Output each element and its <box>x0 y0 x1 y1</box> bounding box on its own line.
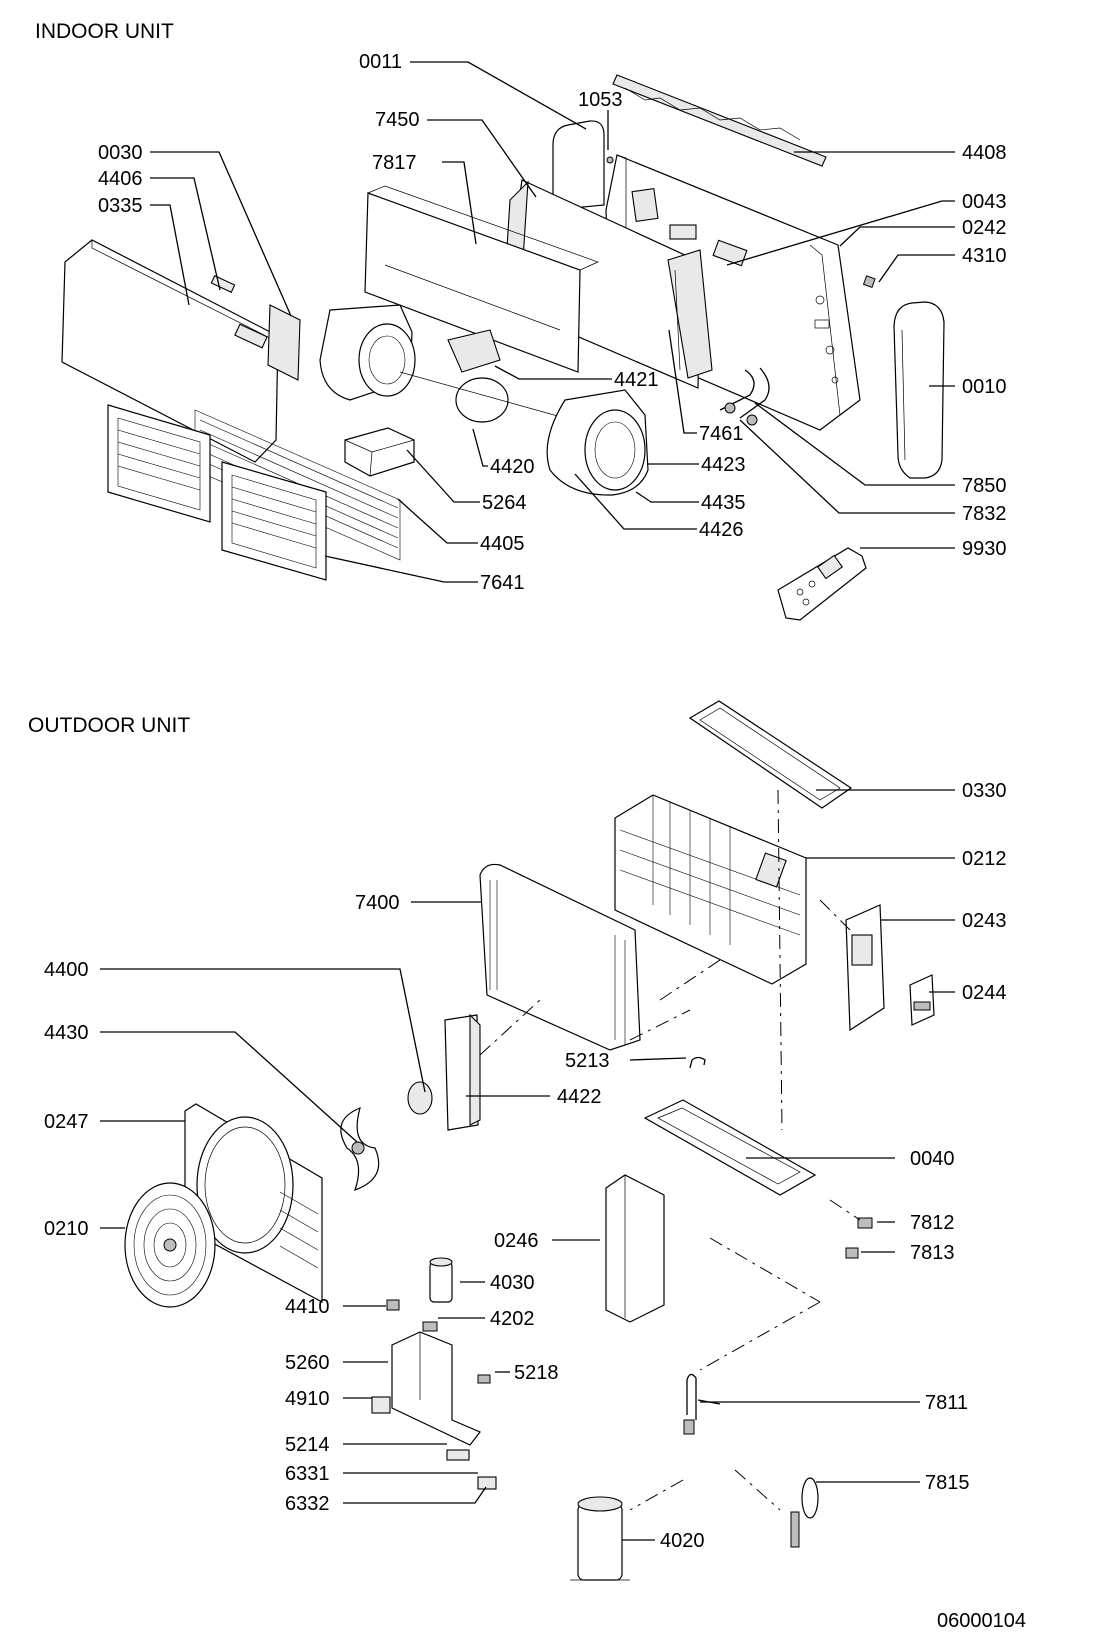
label-6331: 6331 <box>285 1463 330 1485</box>
label-4400: 4400 <box>44 959 89 981</box>
label-7461: 7461 <box>699 423 744 445</box>
label-0030: 0030 <box>98 142 143 164</box>
label-4435: 4435 <box>701 492 746 514</box>
label-7813: 7813 <box>910 1242 955 1264</box>
label-7817: 7817 <box>372 152 417 174</box>
label-0011: 0011 <box>359 51 402 73</box>
label-7815: 7815 <box>925 1472 970 1494</box>
label-0247: 0247 <box>44 1111 89 1133</box>
label-6332: 6332 <box>285 1493 330 1515</box>
label-5218: 5218 <box>514 1362 559 1384</box>
indoor-unit-title: INDOOR UNIT <box>35 20 174 43</box>
label-4020: 4020 <box>660 1530 705 1552</box>
outdoor-unit-title: OUTDOOR UNIT <box>28 714 190 737</box>
label-5264: 5264 <box>482 492 527 514</box>
label-4310: 4310 <box>962 245 1007 267</box>
label-4430: 4430 <box>44 1022 89 1044</box>
label-0246: 0246 <box>494 1230 539 1252</box>
label-0043: 0043 <box>962 191 1007 213</box>
label-0335: 0335 <box>98 195 143 217</box>
label-0210: 0210 <box>44 1218 89 1240</box>
label-1053: 1053 <box>578 89 623 111</box>
drawing-number: 06000104 <box>937 1610 1026 1632</box>
indoor-labels: 0011 1053 7450 4408 0030 7817 0043 4406 … <box>98 51 1007 594</box>
label-4421: 4421 <box>614 369 659 391</box>
label-0212: 0212 <box>962 848 1007 870</box>
label-4426: 4426 <box>699 519 744 541</box>
label-4030: 4030 <box>490 1272 535 1294</box>
label-9930: 9930 <box>962 538 1007 560</box>
label-0040: 0040 <box>910 1148 955 1170</box>
indoor-parts <box>61 74 945 621</box>
label-0242: 0242 <box>962 217 1007 239</box>
label-4202: 4202 <box>490 1308 535 1330</box>
outdoor-labels: 0330 0212 7400 0243 4400 0244 4430 5213 … <box>44 780 1007 1552</box>
label-5213: 5213 <box>565 1050 610 1072</box>
leader-lines <box>100 61 955 1541</box>
label-4408: 4408 <box>962 142 1007 164</box>
label-0243: 0243 <box>962 910 1007 932</box>
label-7641: 7641 <box>480 572 525 594</box>
label-0010: 0010 <box>962 376 1007 398</box>
label-7832: 7832 <box>962 503 1007 525</box>
label-0330: 0330 <box>962 780 1007 802</box>
outdoor-parts <box>124 700 935 1581</box>
label-5260: 5260 <box>285 1352 330 1374</box>
label-7450: 7450 <box>375 109 420 131</box>
label-4910: 4910 <box>285 1388 330 1410</box>
label-4420: 4420 <box>490 456 535 478</box>
label-7812: 7812 <box>910 1212 955 1234</box>
label-4410: 4410 <box>285 1296 330 1318</box>
label-4423: 4423 <box>701 454 746 476</box>
label-7400: 7400 <box>355 892 400 914</box>
label-7811: 7811 <box>925 1392 968 1414</box>
label-5214: 5214 <box>285 1434 330 1456</box>
label-0244: 0244 <box>962 982 1007 1004</box>
label-7850: 7850 <box>962 475 1007 497</box>
label-4405: 4405 <box>480 533 525 555</box>
label-4422: 4422 <box>557 1086 602 1108</box>
label-4406: 4406 <box>98 168 143 190</box>
